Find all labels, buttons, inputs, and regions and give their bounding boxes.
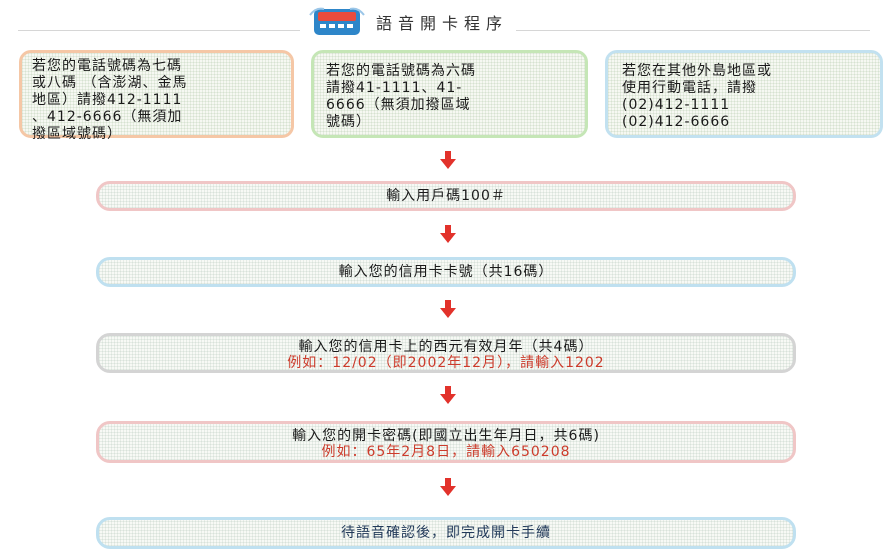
page-title: 語音開卡程序 bbox=[376, 14, 509, 33]
dial-option-line: 使用行動電話，請撥 bbox=[622, 80, 757, 96]
dial-option-outer-island-mobile: 若您在其他外島地區或 使用行動電話，請撥 (02)412-1111 (02)41… bbox=[605, 50, 883, 138]
step-text: 輸入您的信用卡上的西元有效月年（共4碼） bbox=[298, 339, 594, 355]
step-example: 例如：12/02（即2002年12月），請輸入1202 bbox=[287, 355, 605, 371]
step-text: 輸入您的信用卡卡號（共16碼） bbox=[338, 264, 554, 280]
down-arrow-icon bbox=[440, 225, 456, 243]
step-text: 輸入您的開卡密碼(即國立出生年月日，共6碼) bbox=[292, 428, 600, 444]
step-example: 例如：65年2月8日，請輸入650208 bbox=[321, 444, 571, 460]
step-text: 待語音確認後，即完成開卡手續 bbox=[341, 525, 551, 541]
dial-option-line: 6666（無須加撥區域 bbox=[326, 97, 471, 113]
down-arrow-icon bbox=[440, 386, 456, 404]
dial-option-line: 號碼） bbox=[326, 114, 371, 130]
dial-option-line: 請撥41-1111、41- bbox=[326, 80, 463, 96]
dial-option-line: 若您在其他外島地區或 bbox=[622, 63, 772, 79]
dial-option-line: 地區）請撥412-1111 bbox=[32, 92, 183, 108]
dial-option-line: 、412-6666（無須加 bbox=[32, 109, 183, 125]
dial-option-seven-eight-digit: 若您的電話號碼為七碼 或八碼 （含澎湖、金馬 地區）請撥412-1111 、41… bbox=[19, 50, 294, 142]
step-text: 輸入用戶碼100＃ bbox=[386, 188, 506, 204]
telephone-icon bbox=[309, 7, 365, 35]
step-enter-user-code: 輸入用戶碼100＃ bbox=[96, 181, 796, 211]
dial-option-line: (02)412-1111 bbox=[622, 97, 731, 113]
dial-option-line: (02)412-6666 bbox=[622, 114, 731, 130]
step-complete-activation: 待語音確認後，即完成開卡手續 bbox=[96, 517, 796, 549]
down-arrow-icon bbox=[440, 151, 456, 169]
dial-option-line: 若您的電話號碼為六碼 bbox=[326, 63, 476, 79]
dial-option-line: 撥區域號碼） bbox=[32, 126, 122, 142]
step-enter-expiry: 輸入您的信用卡上的西元有效月年（共4碼） 例如：12/02（即2002年12月）… bbox=[96, 333, 796, 373]
down-arrow-icon bbox=[440, 478, 456, 496]
dial-option-line: 或八碼 （含澎湖、金馬 bbox=[32, 75, 188, 91]
step-enter-card-number: 輸入您的信用卡卡號（共16碼） bbox=[96, 257, 796, 287]
step-enter-activation-password: 輸入您的開卡密碼(即國立出生年月日，共6碼) 例如：65年2月8日，請輸入650… bbox=[96, 421, 796, 463]
header: 語音開卡程序 bbox=[300, 4, 517, 40]
down-arrow-icon bbox=[440, 300, 456, 318]
dial-option-six-digit: 若您的電話號碼為六碼 請撥41-1111、41- 6666（無須加撥區域 號碼） bbox=[311, 50, 588, 138]
dial-option-line: 若您的電話號碼為七碼 bbox=[32, 58, 182, 74]
